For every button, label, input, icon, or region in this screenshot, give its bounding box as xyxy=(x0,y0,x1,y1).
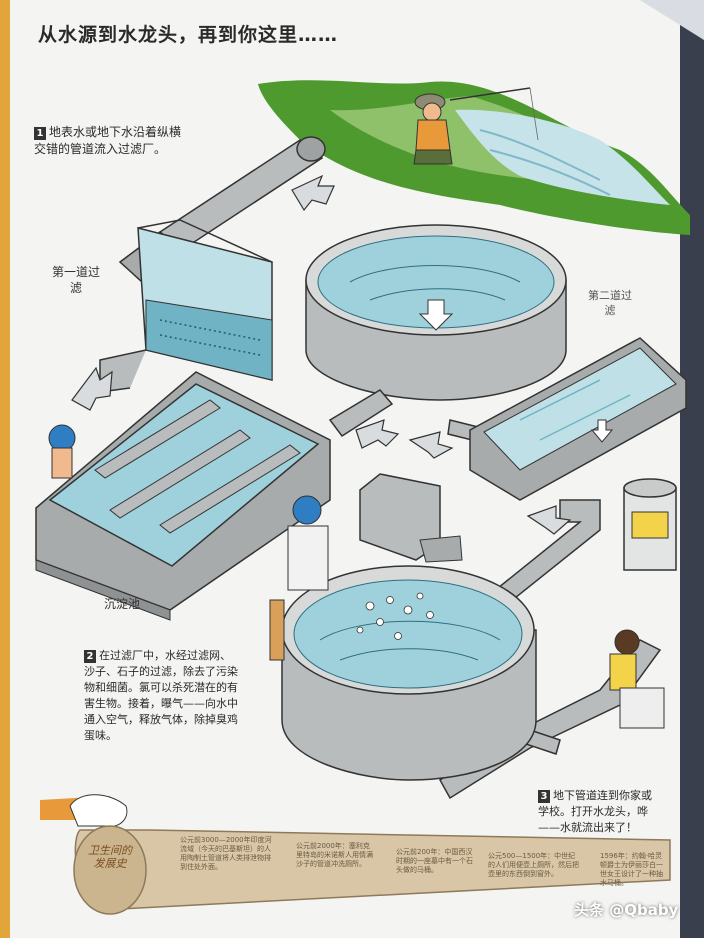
timeline-entry: 公元前2000年：塞利克里特岛的米诺斯人用情满沙子的管道冲洗厕所。 xyxy=(296,842,373,868)
timeline-scroll-art xyxy=(40,794,671,915)
timeline-entry: 公元前200年：中国西汉时期的一座墓中有一个石头做的马桶。 xyxy=(396,848,473,874)
step-number-badge: 1 xyxy=(34,127,46,140)
aeration-pool xyxy=(281,565,537,781)
timeline-entry: 1596年：约翰·哈灵顿爵士为伊丽莎白一世女王设计了一种抽水马桶。 xyxy=(600,852,663,887)
step-text: 在过滤厂中，水经过滤网、沙子、石子的过滤，除去了污染物和细菌。氯可以杀死潜在的有… xyxy=(84,649,238,742)
step-text: 地表水或地下水沿着纵横交错的管道流入过滤厂。 xyxy=(34,125,182,156)
watermark-text: 头条 @Qbaby xyxy=(574,901,679,919)
step-number-badge: 2 xyxy=(84,650,96,663)
second-filter-tank xyxy=(469,337,687,501)
label-second-filter: 第二道过滤 xyxy=(588,289,632,317)
worker-figures xyxy=(48,424,665,729)
label-first-filter: 第一道过滤 xyxy=(52,265,101,295)
page-title: 从水源到水龙头，再到你这里…… xyxy=(38,24,339,46)
settling-pool xyxy=(35,371,331,621)
step-text: 地下管道连到你家或学校。打开水龙头，哗——水就流出来了！ xyxy=(538,789,652,834)
right-page-edge xyxy=(680,0,704,938)
fisherman-figure xyxy=(413,93,453,165)
next-page-corner xyxy=(640,0,704,40)
river-landscape xyxy=(258,80,690,236)
aeration-pump xyxy=(359,473,463,563)
label-settling-pool: 沉淀池 xyxy=(103,597,140,611)
flow-arrows xyxy=(71,174,572,535)
chlorine-cylinder xyxy=(623,478,677,571)
timeline-entry: 公元500—1500年：中世纪的人们用便壶上厕所，然后把壶里的东西倒到窗外。 xyxy=(488,852,579,878)
step-number-badge: 3 xyxy=(538,790,550,803)
timeline-entry: 公元前3000—2000年印度河流域（今天的巴基斯坦）的人用陶制土管道将人类排泄… xyxy=(180,836,272,871)
round-tank-top xyxy=(305,224,567,401)
first-filter-tank xyxy=(99,219,273,393)
timeline-heading: 卫生间的发展史 xyxy=(88,844,132,870)
left-edge-binding xyxy=(0,0,10,938)
